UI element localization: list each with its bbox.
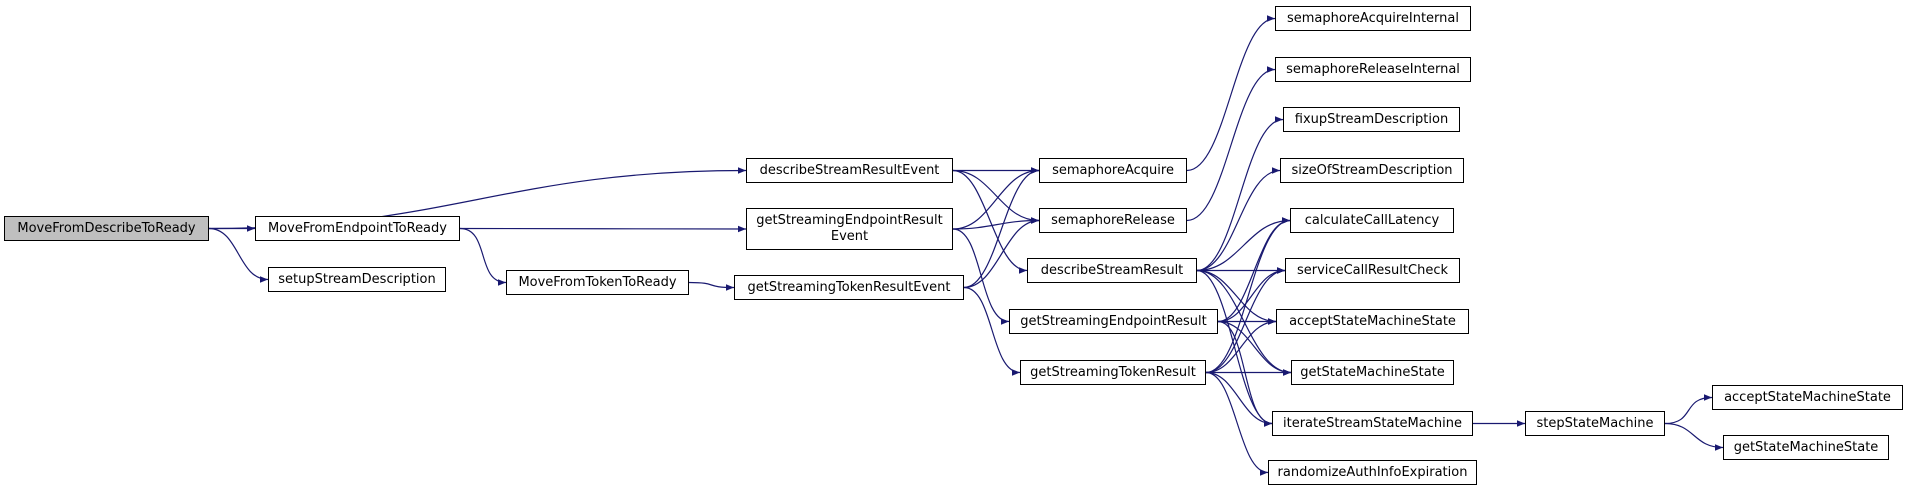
node-stepstatemachine[interactable]: stepStateMachine [1525, 411, 1665, 436]
node-getstreamingendpointresultevent[interactable]: getStreamingEndpointResult Event [746, 208, 953, 250]
node-describestreamresult[interactable]: describeStreamResult [1027, 258, 1197, 283]
node-fixupstreamdescription[interactable]: fixupStreamDescription [1283, 107, 1460, 132]
edge-moveFromTokenToReady-to-getStreamingTokenResultEvent [688, 281, 735, 291]
node-getstreamingendpointresult[interactable]: getStreamingEndpointResult [1009, 309, 1218, 334]
edge-moveFromEndpointToReady-to-getStreamingEndpointResultEvent [459, 225, 747, 233]
node-calculatecalllatency[interactable]: calculateCallLatency [1290, 208, 1454, 233]
edge-describeStreamResult-to-calculateCallLatency [1196, 217, 1291, 272]
edge-stepStateMachine-to-acceptStateMachineState2 [1664, 394, 1713, 425]
edge-getStreamingTokenResultEvent-to-semaphoreAcquire [963, 167, 1040, 289]
edge-getStreamingEndpointResultEvent-to-semaphoreAcquire [952, 167, 1040, 230]
edge-describeStreamResult-to-sizeOfStreamDescription [1196, 167, 1281, 272]
node-sizeofstreamdescription[interactable]: sizeOfStreamDescription [1280, 158, 1464, 183]
edge-getStreamingTokenResult-to-calculateCallLatency [1205, 217, 1291, 374]
node-movefromdescribetoready: MoveFromDescribeToReady [4, 216, 209, 241]
node-acceptstatemachinestate[interactable]: acceptStateMachineState [1276, 309, 1469, 334]
node-setupstreamdescription[interactable]: setupStreamDescription [268, 267, 446, 292]
edge-getStreamingTokenResult-to-iterateStreamStateMachine [1205, 371, 1273, 427]
node-getstatemachinestate-2[interactable]: getStateMachineState [1723, 435, 1889, 460]
edge-getStreamingEndpointResultEvent-to-semaphoreRelease [952, 217, 1040, 230]
edge-moveFromEndpointToReady-to-moveFromTokenToReady [459, 227, 507, 286]
node-movefromtokentoready[interactable]: MoveFromTokenToReady [506, 270, 689, 295]
node-movefromendpointtoready[interactable]: MoveFromEndpointToReady [255, 216, 460, 241]
edge-getStreamingTokenResult-to-acceptStateMachineState [1205, 318, 1277, 374]
edge-describeStreamResult-to-fixupStreamDescription [1196, 116, 1284, 272]
edge-describeStreamResultEvent-to-describeStreamResult [952, 169, 1028, 274]
node-semaphoreacquireinternal[interactable]: semaphoreAcquireInternal [1275, 6, 1471, 31]
edge-getStreamingTokenResultEvent-to-semaphoreRelease [963, 217, 1040, 289]
edge-root-to-setupStreamDescription [208, 227, 269, 283]
node-iteratestreamstatemachine[interactable]: iterateStreamStateMachine [1272, 411, 1473, 436]
edge-getStreamingTokenResult-to-serviceCallResultCheck [1205, 267, 1286, 374]
edge-semaphoreRelease-to-semaphoreReleaseInternal [1186, 66, 1276, 222]
node-acceptstatemachinestate-2[interactable]: acceptStateMachineState [1712, 385, 1903, 410]
edge-getStreamingTokenResultEvent-to-getStreamingTokenResult [963, 286, 1021, 376]
node-getstreamingtokenresultevent[interactable]: getStreamingTokenResultEvent [734, 275, 964, 300]
node-getstatemachinestate[interactable]: getStateMachineState [1291, 360, 1454, 385]
node-describestreamresultevent[interactable]: describeStreamResultEvent [746, 158, 953, 183]
edge-stepStateMachine-to-getStateMachineState2 [1664, 422, 1724, 451]
node-semaphorereleaseinternal[interactable]: semaphoreReleaseInternal [1275, 57, 1471, 82]
edge-getStreamingTokenResult-to-randomizeAuthInfoExpiration [1205, 371, 1269, 476]
node-semaphoreacquire[interactable]: semaphoreAcquire [1039, 158, 1187, 183]
node-getstreamingtokenresult[interactable]: getStreamingTokenResult [1020, 360, 1206, 385]
edge-describeStreamResultEvent-to-semaphoreRelease [952, 169, 1040, 224]
node-semaphorerelease[interactable]: semaphoreRelease [1039, 208, 1187, 233]
edge-getStreamingEndpointResult-to-getStateMachineState [1217, 320, 1292, 376]
node-servicecallresultcheck[interactable]: serviceCallResultCheck [1285, 258, 1460, 283]
node-randomizeauthinfoexpiration[interactable]: randomizeAuthInfoExpiration [1268, 460, 1477, 485]
edge-semaphoreAcquire-to-semaphoreAcquireInternal [1186, 15, 1276, 172]
